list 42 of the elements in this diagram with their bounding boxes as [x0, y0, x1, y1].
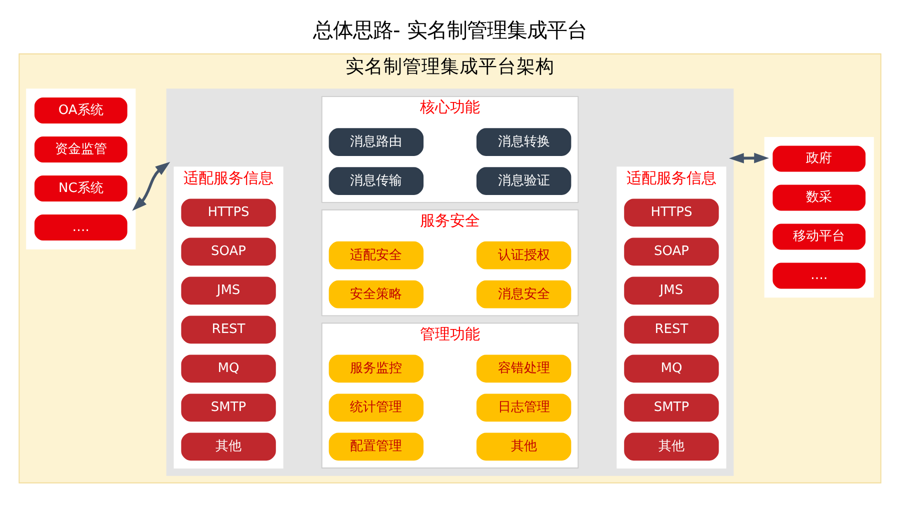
node-box: REST	[181, 315, 276, 344]
node-box: 统计管理	[328, 393, 424, 422]
node-box: 政府	[772, 144, 866, 172]
node-box: 消息安全	[476, 280, 572, 308]
arrow	[729, 152, 769, 163]
node-box: 消息转换	[476, 128, 572, 156]
node-box: 安全策略	[328, 280, 424, 308]
node-box: 容错处理	[476, 354, 572, 382]
node-box: ….	[772, 261, 866, 290]
node-box: 消息路由	[328, 128, 424, 156]
node-box: MQ	[624, 354, 719, 382]
diagram-title: 总体思路- 实名制管理集成平台	[313, 17, 587, 42]
arrow	[132, 161, 170, 210]
node-box: 资金监管	[34, 135, 128, 163]
node-box: 其他	[476, 432, 572, 460]
node-box: 服务监控	[328, 354, 424, 382]
node-box: 消息传输	[328, 166, 424, 194]
node-box: 其他	[624, 432, 719, 460]
node-box: 其他	[181, 432, 276, 460]
node-box: REST	[624, 315, 719, 344]
node-box: HTTPS	[624, 198, 719, 226]
node-box: 移动平台	[772, 222, 866, 250]
node-box: ….	[34, 213, 128, 241]
node-box: JMS	[181, 276, 276, 304]
cluster	[166, 88, 734, 476]
node-box: 消息验证	[476, 166, 572, 194]
cluster	[26, 88, 136, 249]
node-box: 认证授权	[476, 240, 572, 269]
node-box: 适配安全	[328, 240, 424, 269]
node-box: 日志管理	[476, 393, 572, 422]
node-box: SOAP	[624, 237, 719, 266]
node-box: HTTPS	[181, 198, 276, 226]
node-box: MQ	[181, 354, 276, 382]
node-box: 配置管理	[328, 432, 424, 460]
node-box: SMTP	[181, 393, 276, 422]
node-box: SOAP	[181, 237, 276, 266]
node-box: 数采	[772, 183, 866, 212]
node-box: OA系统	[34, 96, 128, 124]
node-box: SMTP	[624, 393, 719, 422]
cluster	[764, 136, 874, 298]
node-box: NC系统	[34, 174, 128, 202]
node-box: JMS	[624, 276, 719, 304]
